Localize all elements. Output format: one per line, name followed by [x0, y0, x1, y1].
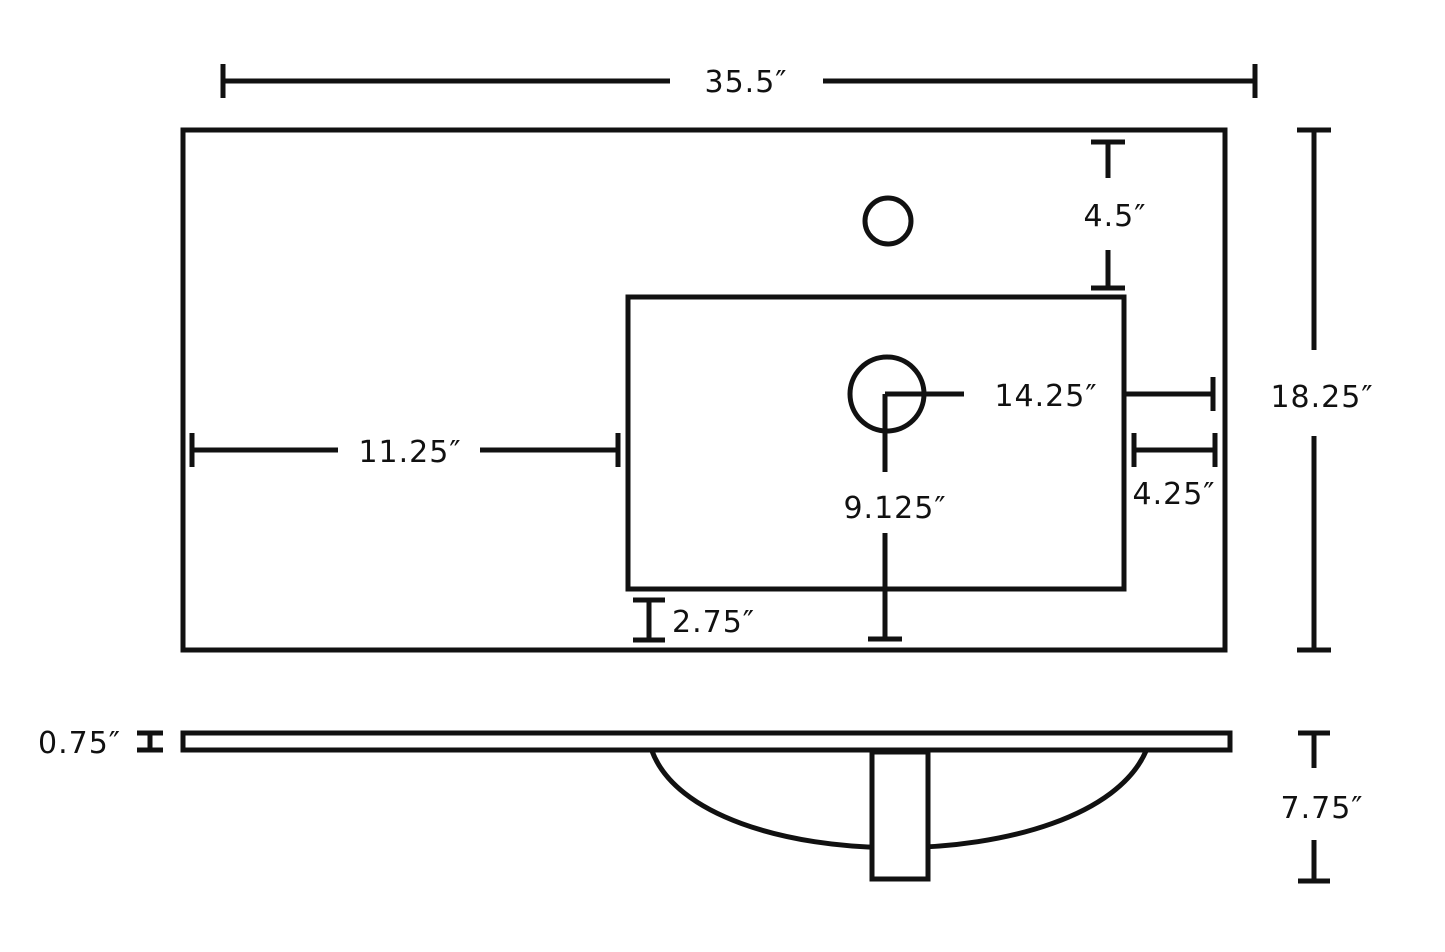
dim-bowl-from-right: 4.25″ — [1131, 433, 1218, 512]
dim-label-counter-thickness: 0.75″ — [38, 726, 121, 761]
countertop-slab — [180, 730, 1233, 753]
dim-label-faucet-from-back: 4.5″ — [1084, 199, 1147, 234]
dim-label-drain-from-front: 9.125″ — [843, 491, 946, 526]
dim-drain-from-front: 9.125″ — [843, 394, 946, 642]
dim-label-overall-width: 35.5″ — [704, 65, 787, 100]
dim-label-bowl-from-left: 11.25″ — [358, 435, 461, 470]
sink-bowl-outline — [625, 294, 1127, 592]
dim-bowl-from-left: 11.25″ — [189, 433, 621, 470]
faucet-hole — [862, 195, 914, 247]
dim-label-drain-from-right: 14.25″ — [994, 379, 1097, 414]
dim-overall-width: 35.5″ — [220, 64, 1258, 100]
dim-overall-depth: 18.25″ — [1270, 127, 1373, 653]
side-view — [180, 730, 1233, 882]
dim-bowl-from-front: 2.75″ — [633, 597, 755, 643]
countertop-outline — [180, 127, 1228, 653]
dim-drain-from-right: 14.25″ — [885, 377, 1216, 414]
dim-label-overall-depth: 18.25″ — [1270, 380, 1373, 415]
dim-label-bowl-depth: 7.75″ — [1280, 791, 1363, 826]
dim-label-bowl-from-front: 2.75″ — [672, 605, 755, 640]
dim-bowl-depth: 7.75″ — [1280, 730, 1363, 884]
drain-pipe — [869, 749, 931, 882]
dim-label-bowl-from-right: 4.25″ — [1132, 477, 1215, 512]
dim-counter-thickness: 0.75″ — [38, 726, 163, 761]
dim-faucet-from-back: 4.5″ — [1084, 139, 1147, 291]
